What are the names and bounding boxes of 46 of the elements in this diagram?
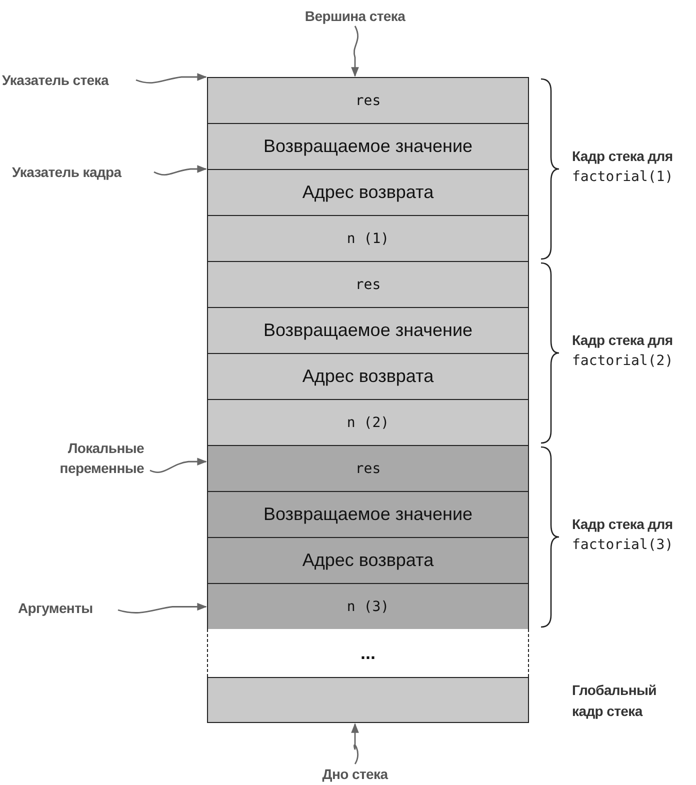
- cell-text: Возвращаемое значение: [263, 136, 473, 158]
- ellipsis-gap: [207, 629, 529, 677]
- frame-label: Кадр стека для: [572, 332, 673, 348]
- annotation-label: Вершина стека: [304, 6, 406, 26]
- cell-text: Адрес возврата: [302, 550, 434, 572]
- stack-cell: [207, 123, 529, 170]
- cell-text: Адрес возврата: [302, 366, 434, 388]
- function-call-label: factorial(2): [572, 353, 674, 369]
- stack-cell: [207, 77, 529, 124]
- stack-cell: [207, 583, 529, 630]
- arrow: [150, 458, 207, 473]
- annotation-label: Указатель стека: [2, 70, 108, 90]
- arrow: [118, 602, 207, 614]
- function-call-label: factorial(3): [572, 537, 674, 553]
- annotation-label: Дно стека: [322, 764, 388, 784]
- cell-text: n (1): [346, 230, 390, 247]
- arrow: [351, 26, 359, 77]
- node-caption: Глобальный кадр стека: [572, 681, 658, 721]
- stack-cell: [207, 353, 529, 400]
- cell-text: Возвращаемое значение: [263, 320, 473, 342]
- function-call-label: factorial(1): [572, 169, 674, 185]
- cell-text: n (3): [346, 598, 390, 615]
- cell-text: Возвращаемое значение: [263, 504, 473, 526]
- frame-label: Кадр стека для: [572, 148, 673, 164]
- cell-text: res: [355, 460, 381, 477]
- stack-cell: [207, 261, 529, 308]
- frame-label: Кадр стека для: [572, 516, 673, 532]
- stack-cell: [207, 537, 529, 584]
- arrow: [351, 723, 359, 764]
- stack-cell: [207, 491, 529, 538]
- stack-cell: [207, 445, 529, 492]
- stack-cell: [207, 169, 529, 216]
- stack-cell: [207, 399, 529, 446]
- cell-text: res: [355, 92, 381, 109]
- arrow: [136, 73, 207, 84]
- stack-cell: [207, 307, 529, 354]
- annotation-label: Указатель кадра: [12, 162, 122, 182]
- cell-text: res: [355, 276, 381, 293]
- annotation-label: Аргументы: [18, 598, 93, 618]
- stack-cell: [207, 215, 529, 262]
- stack-cell: [207, 677, 529, 723]
- cell-text: Адрес возврата: [302, 182, 434, 204]
- arrow: [154, 165, 207, 176]
- annotation-label: Локальные переменные: [58, 438, 144, 478]
- cell-text: ...: [360, 642, 376, 664]
- cell-text: n (2): [346, 414, 390, 431]
